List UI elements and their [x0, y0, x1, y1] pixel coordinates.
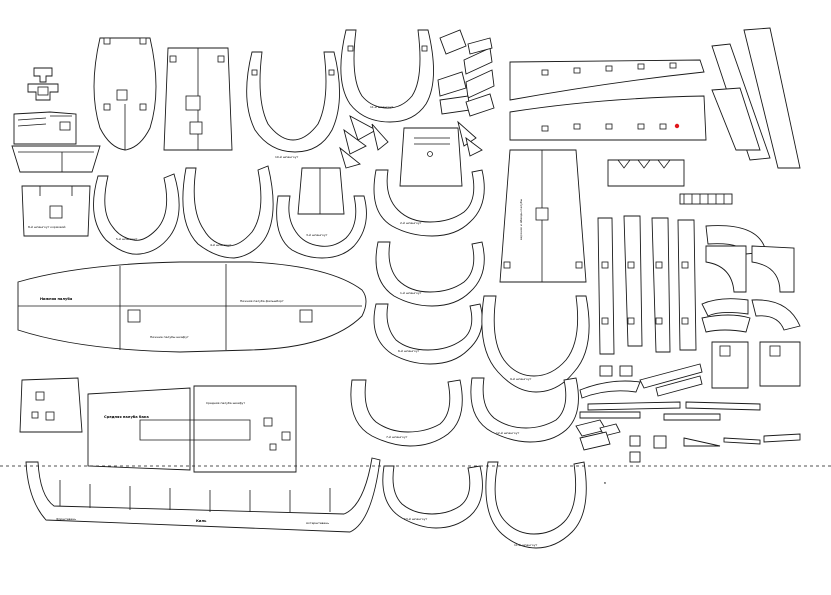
stern-deck-panel [163, 47, 233, 151]
frame-4: 4-й шпангоут [182, 165, 274, 259]
frame-9: 9-й шпангоут [481, 295, 590, 393]
frame-center-c-label: 6-й шпангоут [398, 349, 420, 353]
frame-center-a-label: 2-й шпангоут [400, 221, 422, 225]
frame-4-label: 4-й шпангоут [210, 243, 232, 247]
hull-strip-bottom [509, 95, 707, 141]
middle-deck: Средняя палуба бака Средняя палуба шкафу… [87, 385, 297, 473]
frame-3: 3-й шпангоут [276, 167, 367, 259]
middle-deck-label: Средняя палуба бака [104, 415, 149, 419]
upper-deck-panel: верхняя и обводы палубы [499, 149, 587, 283]
lower-deck: Нижняя палуба Нижняя палуба фальшборт Ни… [17, 261, 367, 353]
frame-bottom-right-label: 11-й шпангоут [514, 543, 537, 547]
lower-deck-label: Нижняя палуба [40, 297, 73, 301]
forecastle-panel [19, 377, 83, 433]
frame-7-label: 7-й шпангоут [386, 435, 408, 439]
middle-deck-waist-label: Средняя палуба шкафут [206, 401, 245, 405]
curved-knees [701, 225, 801, 389]
frame-center-a: 2-й шпангоут [373, 169, 485, 237]
frame-8-stern: 8-й шпангоут кормовой [21, 185, 91, 237]
frame-13-label: 13-й шпангоут [404, 517, 427, 521]
frame-10-label: 10-й шпангоут [275, 155, 298, 159]
rail-toothed [607, 159, 733, 205]
frame-10: 10-й шпангоут [246, 51, 340, 159]
frame-9-label: 9-й шпангоут [510, 377, 532, 381]
sternpost-label: Ахтерштевень [306, 521, 329, 525]
red-marker-dot [674, 123, 680, 129]
small-bottom-pieces: В [575, 363, 801, 485]
frame-7: 7-й шпангоут [350, 379, 463, 447]
frame-13: 13-й шпангоут [382, 465, 483, 529]
frame-center-b: 1-й шпангоут [375, 241, 485, 307]
keel-label: Киль [196, 519, 207, 523]
vertical-ribs [597, 215, 697, 355]
frame-5-label: 5-й шпангоут [116, 237, 138, 241]
transom-block [13, 111, 77, 145]
frame-11-label: 11-й шпангоут [370, 105, 393, 109]
keel: Киль Форштевень Ахтерштевень [25, 457, 381, 533]
frame-bottom-right: 11-й шпангоут [485, 461, 587, 549]
page-mark: В [604, 481, 606, 485]
frame-12-label: 12-й шпангоут [496, 431, 519, 435]
lower-deck-rail-label: Нижняя палуба фальшборт [240, 299, 284, 303]
frame-center-b-label: 1-й шпангоут [400, 291, 422, 295]
frame-center-c: 6-й шпангоут [373, 303, 483, 365]
frame-8-label: 8-й шпангоут кормовой [28, 225, 66, 229]
frame-5: 5-й шпангоут [93, 173, 180, 255]
small-stern-part [27, 67, 59, 101]
stern-frame [11, 145, 101, 173]
small-pieces-top [437, 29, 495, 117]
stem-label: Форштевень [56, 517, 76, 521]
frame-12: 12-й шпангоут [470, 377, 579, 443]
frame-3-label: 3-й шпангоут [306, 233, 328, 237]
stem-panel [399, 127, 463, 187]
triangle-pieces [339, 115, 483, 169]
hull-strip-top [509, 59, 705, 101]
lower-deck-waist-label: Нижние палубы шкафут [150, 335, 189, 339]
stern-transom-panel [93, 37, 157, 151]
upper-deck-label: верхняя и обводы палубы [519, 198, 523, 240]
diagonal-strips [711, 27, 801, 169]
frame-11: 11-й шпангоут [340, 29, 434, 123]
